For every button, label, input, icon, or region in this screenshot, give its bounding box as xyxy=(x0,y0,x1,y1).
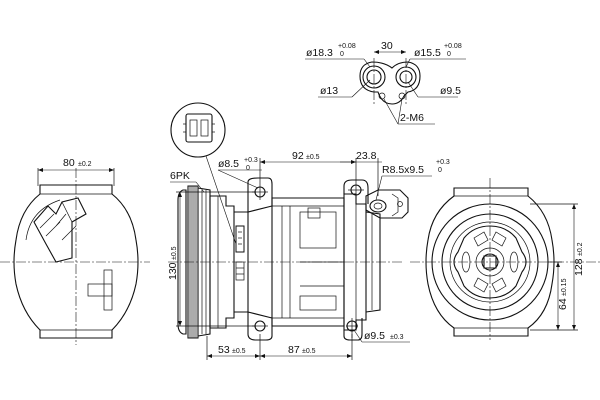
svg-text:±0.5: ±0.5 xyxy=(232,348,246,355)
height-130-label: 130 xyxy=(167,262,179,280)
ports-spacing-label: 30 xyxy=(381,40,393,52)
slot-label: R8.5x9.5 xyxy=(382,164,424,176)
svg-text:±0.15: ±0.15 xyxy=(561,278,568,296)
svg-text:+0.3: +0.3 xyxy=(436,159,450,166)
left-end-view: 80 ±0.2 xyxy=(0,157,150,345)
left-port-dia-label: ø18.3 xyxy=(306,47,333,59)
length-87-label: 87 xyxy=(288,344,300,356)
svg-text:+0.08: +0.08 xyxy=(338,43,356,50)
right-port-inner-label: ø9.5 xyxy=(440,85,461,97)
svg-text:0: 0 xyxy=(438,167,442,174)
svg-text:±0.5: ±0.5 xyxy=(302,348,316,355)
svg-text:+0.3: +0.3 xyxy=(244,157,258,164)
svg-text:+0.08: +0.08 xyxy=(444,43,462,50)
svg-text:0: 0 xyxy=(340,51,344,58)
left-port-inner-label: ø13 xyxy=(320,85,338,97)
length-53-label: 53 xyxy=(218,344,230,356)
belt-label: 6PK xyxy=(170,170,190,182)
svg-text:±0.3: ±0.3 xyxy=(390,334,404,341)
svg-text:±0.5: ±0.5 xyxy=(171,246,178,260)
hole-top-label: ø8.5 xyxy=(218,158,239,170)
right-port-dia-label: ø15.5 xyxy=(414,47,441,59)
pulley-inner-ring xyxy=(441,213,539,311)
offset-label: 23.8 xyxy=(356,150,377,162)
height-128-label: 128 xyxy=(573,258,585,276)
height-64-label: 64 xyxy=(557,298,569,310)
side-view-dimensions: 6PK ø8.5 +0.3 0 92 ±0.5 23.8 R8.5x9.5 +0… xyxy=(167,150,450,360)
svg-text:±0.2: ±0.2 xyxy=(577,242,584,256)
connector-detail xyxy=(170,102,237,245)
svg-text:0: 0 xyxy=(246,165,250,172)
right-end-view: 128 ±0.2 64 ±0.15 xyxy=(410,178,600,340)
length-92-label: 92 xyxy=(292,150,304,162)
port-detail-view: 30 ø18.3 +0.08 0 ø15.5 +0.08 0 ø13 ø9.5 … xyxy=(305,40,466,125)
width-80-label: 80 xyxy=(63,157,75,169)
svg-text:±0.2: ±0.2 xyxy=(78,161,92,168)
compressor-side-view xyxy=(168,177,409,341)
svg-text:±0.5: ±0.5 xyxy=(306,154,320,161)
m6-hole-left xyxy=(378,92,386,100)
svg-text:0: 0 xyxy=(447,51,451,58)
hole-bottom-label: ø9.5 xyxy=(364,330,385,342)
thread-label: 2-M6 xyxy=(400,112,424,124)
